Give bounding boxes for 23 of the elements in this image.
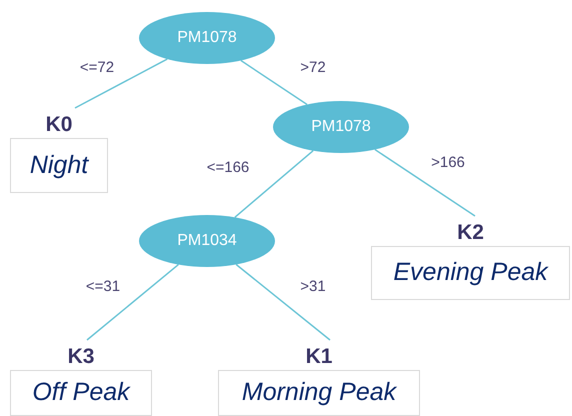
connector-line [240,60,308,106]
edge-label: >72 [300,58,326,78]
leaf-label-box: Off Peak [10,370,152,416]
edge-label: <=166 [206,158,250,178]
leaf-label-box: Evening Peak [371,246,570,300]
cluster-heading: K0 [44,112,74,138]
connector-line [236,264,330,341]
split-ellipse: PM1034 [139,215,275,267]
edge-label: <=31 [86,276,120,297]
leaf-label-box: Morning Peak [218,370,420,416]
split-ellipse: PM1078 [139,12,275,64]
connector-line [86,264,179,341]
cluster-heading: K2 [456,220,485,246]
edge-label: >166 [431,152,465,173]
connector-line [374,148,476,217]
cluster-heading: K1 [304,344,334,370]
connector-line [74,58,168,109]
split-ellipse: PM1078 [273,101,409,153]
cluster-heading: K3 [66,344,96,370]
connector-line [234,150,314,218]
edge-label: <=72 [80,58,114,78]
edge-label: >31 [300,276,326,297]
leaf-label-box: Night [10,138,108,193]
